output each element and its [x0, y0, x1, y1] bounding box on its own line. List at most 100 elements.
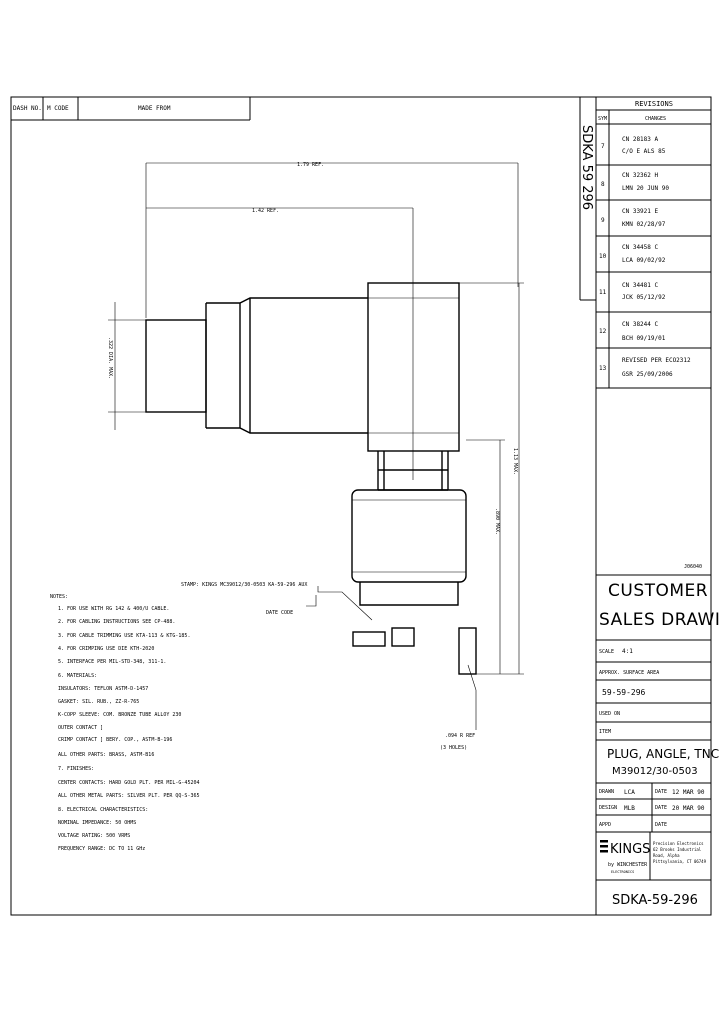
rev-sym-7: 7 [601, 143, 605, 150]
design-label: DESIGN [599, 805, 617, 811]
rev-line1-13: REVISED PER ECO2312 [622, 357, 691, 364]
notes-block: NOTES: 1. FOR USE WITH RG 142 & 400/U CA… [50, 594, 199, 852]
rev-line2-11: JCK 05/12/92 [622, 294, 666, 301]
note-6b: GASKET: SIL. RUB., ZZ-R-765 [58, 699, 139, 705]
title-line-2: M39012/30-0503 [612, 766, 698, 777]
rev-line1-12: CN 38244 C [622, 321, 659, 328]
rev-sym-12: 12 [599, 328, 607, 335]
note-6d: OUTER CONTACT ] [58, 725, 103, 731]
title-block: CUSTOMER SALES DRAWING SCALE 4:1 APPROX.… [595, 574, 720, 915]
kings-logo: KINGS by WINCHESTER ELECTRONICS [600, 840, 650, 874]
vertical-drawing-number: SDKA 59 296 [579, 125, 594, 210]
title-line-1: PLUG, ANGLE, TNC [607, 747, 719, 761]
appd-date-label: DATE [655, 822, 667, 828]
rev-line1-10: CN 34458 C [622, 244, 659, 251]
dim-1-13-max: 1.13 MAX. [512, 448, 518, 475]
dim-890-max: .890 MAX. [494, 508, 500, 535]
note-3: 3. FOR CABLE TRIMMING USE KTA-113 & KTG-… [58, 633, 190, 639]
note-8: 8. ELECTRICAL CHARACTERISTICS: [58, 807, 148, 813]
connector-drawing: 1.79 REF. 1.42 REF. .322 DIA. MAX. 1.13 … [107, 162, 524, 751]
note-6a: INSULATORS: TEFLON ASTM-D-1457 [58, 686, 148, 692]
note-7: 7. FINISHES: [58, 766, 94, 772]
sheet-border [10, 96, 712, 916]
item-label: ITEM [599, 729, 611, 735]
rev-sym-9: 9 [601, 217, 605, 224]
drawing-number: SDKA-59-296 [612, 893, 698, 908]
rev-line2-8: LMN 20 JUN 90 [622, 185, 669, 192]
coupling-nut [351, 489, 467, 583]
part-ref: 59-59-296 [602, 688, 646, 697]
rev-line2-7: C/O E ALS 85 [622, 148, 666, 155]
header-table: DASH NO. M CODE MADE FROM [11, 97, 251, 121]
rev-sym-11: 11 [599, 289, 607, 296]
note-7a: CENTER CONTACTS: HARD GOLD PLT. PER MIL-… [58, 780, 199, 786]
rev-sym-8: 8 [601, 181, 605, 188]
title-sales-drawing: SALES DRAWING [599, 610, 720, 630]
date-code-label: DATE CODE [266, 610, 293, 616]
rev-sym-10: 10 [599, 253, 607, 260]
drawn-date: 12 MAR 90 [672, 789, 705, 796]
approx-surface-label: APPROX. SURFACE AREA [599, 670, 659, 676]
design-by: MLB [624, 805, 635, 812]
note-6f: ALL OTHER PARTS: BRASS, ASTM-B16 [58, 752, 154, 758]
hex-ref-leader [467, 664, 477, 730]
scale-value: 4:1 [622, 648, 633, 655]
dim-1-79-ref: 1.79 REF. [297, 162, 324, 168]
note-1: 1. FOR USE WITH RG 142 & 400/U CABLE. [58, 606, 169, 612]
stamp-leader [317, 586, 373, 621]
note-6: 6. MATERIALS: [58, 673, 97, 679]
drawn-by: LCA [624, 789, 635, 796]
rev-sym-13: 13 [599, 365, 607, 372]
company-sub: by WINCHESTER [608, 862, 648, 868]
body-neck [377, 451, 449, 490]
drawing-id-corner: J06040 [684, 564, 702, 570]
company-address-2: 62 Brooks Industrial [653, 847, 702, 852]
revisions-table: REVISIONS SYM CHANGES 7 CN 28183 A C/O E… [596, 100, 711, 389]
rev-line2-9: KMN 02/28/97 [622, 221, 666, 228]
company-name: KINGS [610, 842, 650, 857]
crimp-sleeve [145, 319, 207, 413]
notes-title: NOTES: [50, 594, 68, 600]
note-2: 2. FOR CABLING INSTRUCTIONS SEE CP-488. [58, 619, 175, 625]
note-8c: FREQUENCY RANGE: DC TO 11 GHz [58, 846, 145, 852]
interface-right [458, 627, 477, 675]
nut-base [359, 582, 459, 606]
interface-center [391, 627, 415, 647]
note-7b: ALL OTHER METAL PARTS: SILVER PLT. PER Q… [58, 793, 199, 799]
design-date: 20 MAR 90 [672, 805, 705, 812]
rev-line1-7: CN 28183 A [622, 136, 659, 143]
dim-1-42-ref: 1.42 REF. [252, 208, 279, 214]
hex-ref-label: .094 R REF [445, 733, 475, 739]
company-address-1: Precision Electronics [653, 841, 704, 846]
body-angle [367, 282, 460, 452]
used-on-label: USED ON [599, 711, 620, 717]
body-horizontal [205, 297, 368, 434]
appd-label: APPD [599, 822, 611, 828]
company-address-3: Road, Alpha [653, 853, 680, 858]
drawn-date-label: DATE [655, 789, 667, 795]
dim-322-dia: .322 DIA. MAX. [107, 337, 113, 379]
note-5: 5. INTERFACE PER MIL-STD-348, 311-1. [58, 659, 166, 665]
header-dash-no: DASH NO. [13, 105, 42, 112]
revisions-col-sym: SYM [598, 116, 607, 122]
interface-left [352, 631, 386, 647]
stamp-label: STAMP: KINGS MC39012/30-0503 KA-59-296 A… [181, 582, 307, 588]
rev-line2-12: BCH 09/19/01 [622, 335, 666, 342]
header-made-from: MADE FROM [138, 105, 171, 112]
rev-line1-9: CN 33921 E [622, 208, 659, 215]
rev-line1-8: CN 32362 H [622, 172, 659, 179]
company-sub2: ELECTRONICS [611, 870, 634, 874]
revisions-title: REVISIONS [635, 100, 673, 108]
rev-line2-13: GSR 25/09/2006 [622, 371, 673, 378]
drawn-label: DRAWN [599, 789, 614, 795]
note-4: 4. FOR CRIMPING USE DIE KTH-2020 [58, 646, 154, 652]
revisions-col-changes: CHANGES [645, 116, 666, 122]
note-8b: VOLTAGE RATING: 500 VRMS [58, 833, 130, 839]
holes-label: (3 HOLES) [440, 745, 467, 751]
title-customer: CUSTOMER [608, 581, 708, 601]
rev-line2-10: LCA 09/02/92 [622, 257, 666, 264]
vertical-number-strip: SDKA 59 296 [579, 97, 597, 575]
rev-line1-11: CN 34481 C [622, 282, 659, 289]
note-6e: CRIMP CONTACT ] BERY. COP., ASTM-B-196 [58, 737, 172, 743]
